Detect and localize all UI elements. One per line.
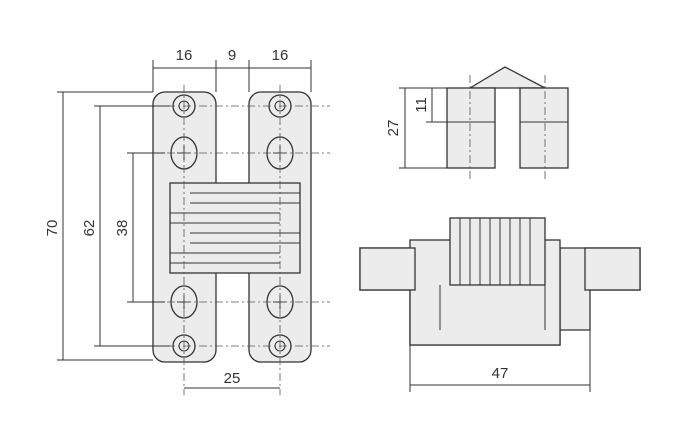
top-view: 47 <box>359 217 641 392</box>
dim-side-height: 27 <box>385 120 402 137</box>
dim-screw-span: 62 <box>81 220 98 237</box>
dim-side-small: 11 <box>413 97 430 113</box>
dim-bottom-width: 25 <box>224 370 241 387</box>
dim-top-middle: 9 <box>228 47 236 64</box>
front-view: 16 9 16 70 62 38 25 <box>44 47 330 395</box>
side-view: 27 11 <box>385 66 569 180</box>
dim-top-right: 16 <box>272 47 289 64</box>
body-slats <box>170 192 300 264</box>
dim-body-width: 47 <box>492 365 509 382</box>
dim-inner-span: 38 <box>114 220 131 237</box>
dim-top-left: 16 <box>176 47 193 64</box>
hinge-body <box>169 182 301 274</box>
dim-overall-height: 70 <box>44 220 61 237</box>
